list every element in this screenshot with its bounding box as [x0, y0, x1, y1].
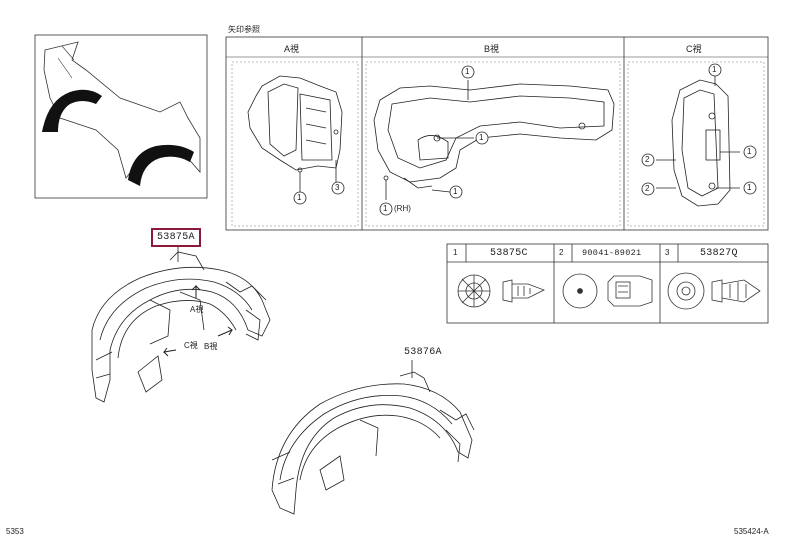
- arrow-label-c: C視: [184, 341, 198, 350]
- table-num-2: 2: [559, 248, 564, 257]
- view-a-part: [247, 75, 343, 192]
- front-liner-drawing: [91, 251, 271, 403]
- callout-b-1-top: 1: [465, 67, 470, 76]
- view-grid: [225, 36, 769, 231]
- front-liner-arrows: [162, 284, 233, 357]
- callout-a-3: 3: [335, 183, 340, 192]
- view-b-part: [373, 80, 615, 200]
- view-callout-circles: [293, 63, 757, 216]
- callout-b-1-low: 1: [453, 187, 458, 196]
- table-num-1: 1: [453, 248, 458, 257]
- view-b-title: B視: [484, 44, 500, 54]
- table-part-3[interactable]: 53827Q: [700, 248, 738, 259]
- footer-right-code: 535424-A: [734, 527, 769, 536]
- part-1-clip-drawing: [457, 274, 545, 308]
- part-3-clip-drawing: [667, 272, 761, 310]
- rear-liner-part-number[interactable]: 53876A: [404, 347, 442, 358]
- part-2-clip-drawing: [562, 273, 653, 309]
- reference-note: 矢印参照: [228, 25, 260, 34]
- table-part-1[interactable]: 53875C: [490, 248, 528, 259]
- view-a-title: A視: [284, 44, 300, 54]
- arrow-label-b: B視: [204, 342, 218, 351]
- arrow-label-a: A視: [190, 305, 204, 314]
- callout-c-1-bottom: 1: [747, 183, 752, 192]
- callout-b-1-mid: 1: [479, 133, 484, 142]
- callout-c-2-upper: 2: [645, 155, 650, 164]
- callout-c-1-top: 1: [712, 65, 717, 74]
- parts-table-grid: [446, 243, 769, 324]
- footer-left-code: 5353: [6, 527, 24, 536]
- callout-c-1-right: 1: [747, 147, 752, 156]
- front-liner-part-number[interactable]: 53875A: [151, 228, 201, 247]
- rear-liner-drawing: [271, 360, 475, 515]
- table-num-3: 3: [665, 248, 670, 257]
- view-c-title: C視: [686, 44, 702, 54]
- table-part-2[interactable]: 90041-89021: [582, 248, 642, 258]
- view-c-part: [656, 76, 740, 207]
- callout-c-2-lower: 2: [645, 184, 650, 193]
- callout-a-1: 1: [297, 193, 302, 202]
- callout-b-1-rh: 1: [383, 204, 388, 213]
- callout-rh-note: (RH): [394, 204, 411, 213]
- overview-box: [34, 34, 208, 199]
